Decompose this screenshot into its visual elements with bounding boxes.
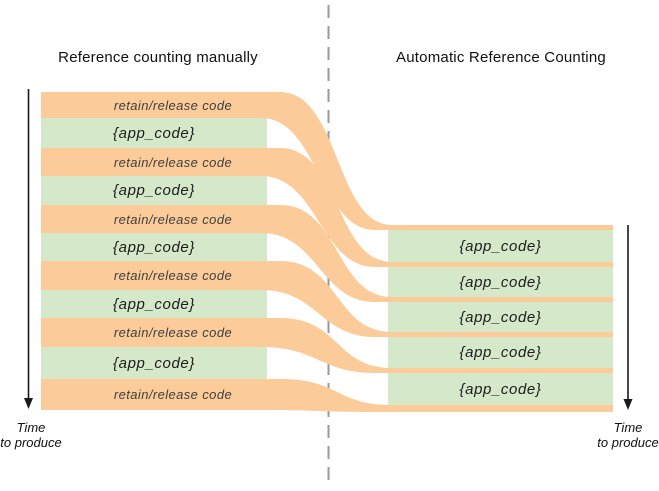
- arc-app-code-bar-label: {app_code}: [459, 237, 542, 255]
- manual-retain-release-bar-label: retain/release code: [113, 97, 233, 113]
- manual-app-code-bar-label: {app_code}: [113, 182, 195, 199]
- manual-app-code-bar: [41, 233, 267, 261]
- manual-retain-release-bar-label: retain/release code: [113, 387, 233, 402]
- arc-app-code-bar-label: {app_code}: [459, 380, 542, 398]
- retain-release-flow-band: [41, 148, 613, 267]
- retain-release-flow-band: [41, 318, 613, 373]
- manual-app-code-bar-label: {app_code}: [113, 354, 195, 372]
- time-label-line2: to produce: [597, 435, 659, 450]
- arc-app-code-bar: [388, 230, 613, 262]
- manual-app-code-bar-label: {app_code}: [113, 295, 195, 313]
- arc-app-code-bar: [388, 373, 613, 405]
- arc-app-code-bar: [388, 267, 613, 297]
- arc-app-code-bar-label: {app_code}: [459, 344, 542, 361]
- arc-app-code-bar: [388, 302, 613, 332]
- retain-release-flow-band: [41, 92, 613, 230]
- manual-retain-release-bar-label: retain/release code: [113, 211, 233, 227]
- left-column-title: Reference counting manually: [58, 49, 258, 66]
- time-label-line1: Time: [16, 420, 46, 435]
- retain-release-flow-band: [41, 379, 613, 412]
- arc-app-code-bar-label: {app_code}: [459, 308, 542, 326]
- manual-app-code-bar: [41, 176, 267, 205]
- manual-app-code-bar-label: {app_code}: [113, 238, 195, 256]
- arc-app-code-bar-label: {app_code}: [459, 273, 542, 291]
- retain-release-flow-band: [41, 261, 613, 337]
- time-arrow-right-head-icon: [623, 399, 633, 410]
- time-label-line2: to produce: [0, 435, 62, 450]
- right-column-title: Automatic Reference Counting: [396, 49, 606, 66]
- time-arrow-left-head-icon: [24, 398, 33, 409]
- time-to-produce-label-left: Time to produce: [0, 420, 62, 450]
- manual-app-code-bar: [41, 290, 267, 318]
- manual-app-code-bar: [41, 347, 267, 379]
- manual-app-code-bar: [41, 118, 267, 148]
- manual-app-code-bar-label: {app_code}: [113, 124, 195, 142]
- manual-retain-release-bar-label: retain/release code: [113, 325, 233, 340]
- manual-retain-release-bar-label: retain/release code: [113, 268, 233, 283]
- arc-app-code-bar: [388, 337, 613, 368]
- time-label-line1: Time: [613, 420, 643, 435]
- manual-retain-release-bar-label: retain/release code: [113, 154, 233, 170]
- retain-release-flow-band: [41, 205, 613, 302]
- time-to-produce-label-right: Time to produce: [597, 420, 659, 450]
